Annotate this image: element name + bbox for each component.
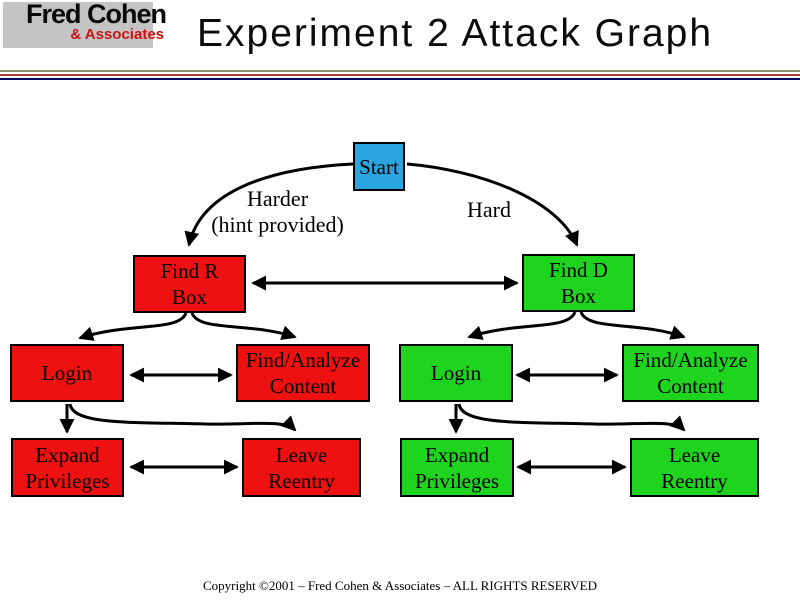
node-label: Leave (275, 442, 328, 467)
node-expand-privileges-r: Expand Privileges (11, 438, 124, 497)
node-label: Expand (424, 442, 490, 467)
header-rule-olive (0, 70, 800, 72)
node-label: Privileges (25, 468, 110, 493)
header-rule-navy (0, 78, 800, 80)
node-label: Find/Analyze (245, 348, 361, 372)
edge-findr-facr (190, 312, 297, 340)
node-find-d-box: Find D Box (522, 254, 635, 312)
edge-label-line: Harder (246, 186, 309, 211)
node-login-r: Login (10, 344, 124, 402)
node-login-d: Login (399, 344, 513, 402)
logo-subtitle: & Associates (70, 26, 164, 43)
node-label: Privileges (415, 468, 499, 493)
copyright-notice: Copyright ©2001 – Fred Cohen & Associate… (202, 578, 597, 593)
node-label: Find D (549, 258, 608, 282)
node-expand-privileges-d: Expand Privileges (400, 438, 514, 497)
edge-label-hard: Hard (467, 197, 511, 222)
page-title: Experiment 2 Attack Graph (197, 12, 714, 55)
node-label: Find/Analyze (633, 348, 748, 372)
logo-background (3, 2, 153, 48)
node-leave-reentry-r: Leave Reentry (242, 438, 361, 497)
node-find-analyze-r: Find/Analyze Content (236, 344, 370, 402)
node-label: Start (359, 154, 399, 179)
edge-label-harder: Harder (hint provided) (190, 186, 365, 238)
node-label: Reentry (661, 468, 728, 493)
node-label: Leave (668, 442, 721, 467)
node-find-r-box: Find R Box (133, 255, 246, 313)
node-leave-reentry-d: Leave Reentry (630, 438, 759, 497)
edge-findd-facd (579, 311, 686, 340)
logo-name: Fred Cohen (25, 0, 167, 29)
node-label: Find R (160, 259, 219, 283)
node-label: Expand (35, 442, 100, 467)
edge-findd-logind (467, 311, 577, 340)
node-start: Start (353, 142, 405, 191)
edge-logind-lrd (457, 403, 686, 432)
node-label: Box (560, 284, 596, 308)
node-label: Content (269, 374, 337, 398)
edge-loginr-lrr (68, 403, 297, 432)
edge-findr-loginr (78, 312, 188, 341)
node-label: Login (430, 361, 482, 385)
node-label: Login (41, 361, 93, 385)
node-find-analyze-d: Find/Analyze Content (622, 344, 759, 402)
logo: Fred Cohen & Associates (6, 0, 167, 43)
node-label: Content (657, 374, 724, 398)
node-label: Box (171, 285, 207, 309)
edge-label-line: (hint provided) (211, 212, 344, 237)
header-rule-red (0, 74, 800, 76)
node-label: Reentry (268, 468, 335, 493)
